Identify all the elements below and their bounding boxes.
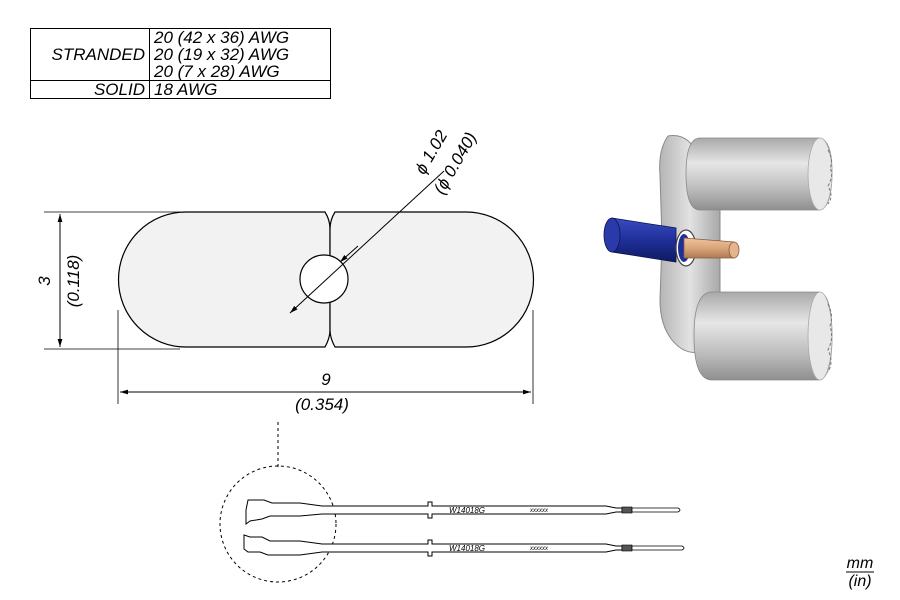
upper-cylinder [685,137,833,211]
width-label-in: (0.354) [295,395,349,414]
spec-value: 18 AWG [154,80,218,99]
lower-cylinder [693,291,833,381]
spec-value: 20 (42 x 36) AWG [154,28,290,47]
tool-part-label: W14018G [449,544,485,553]
height-label-mm: 3 [35,276,54,286]
tip-left-half [117,211,331,348]
spec-row-stranded: STRANDED 20 (42 x 36) AWG 20 (19 x 32) A… [30,28,331,81]
width-label-mm: 9 [321,370,331,389]
detail-circle [219,465,337,583]
tip-3d-render [603,135,833,381]
units-mm: mm [847,555,874,572]
height-label-in: (0.118) [64,255,83,308]
spec-values-stranded: 20 (42 x 36) AWG 20 (19 x 32) AWG 20 (7 … [149,28,331,81]
tweezer-tip-upper: W14018G xxxxxx [245,499,681,525]
tip-right-half [329,211,535,348]
tool-part-label: W14018G [449,506,485,515]
spec-row-solid: SOLID 18 AWG [30,80,331,99]
units-in: (in) [848,573,871,590]
spec-value: 20 (19 x 32) AWG [154,45,290,64]
width-dimension: 9 (0.354) [117,310,534,414]
height-dimension: 3 (0.118) [35,211,180,350]
tweezer-tip-lower: W14018G xxxxxx [243,534,685,557]
wire [603,217,740,267]
wire-hole [299,254,349,304]
spec-values-solid: 18 AWG [149,80,331,99]
spec-type-solid: SOLID [30,80,150,99]
tool-serial-mark: xxxxxx [529,508,549,514]
tool-serial-mark: xxxxxx [529,546,549,552]
wire-spec-table: STRANDED 20 (42 x 36) AWG 20 (19 x 32) A… [30,28,331,99]
spec-value: 20 (7 x 28) AWG [154,62,280,81]
spec-type-stranded: STRANDED [30,28,150,81]
copper-conductor [683,237,735,259]
tip-outline [117,211,535,348]
units-legend: mm (in) [846,555,874,590]
